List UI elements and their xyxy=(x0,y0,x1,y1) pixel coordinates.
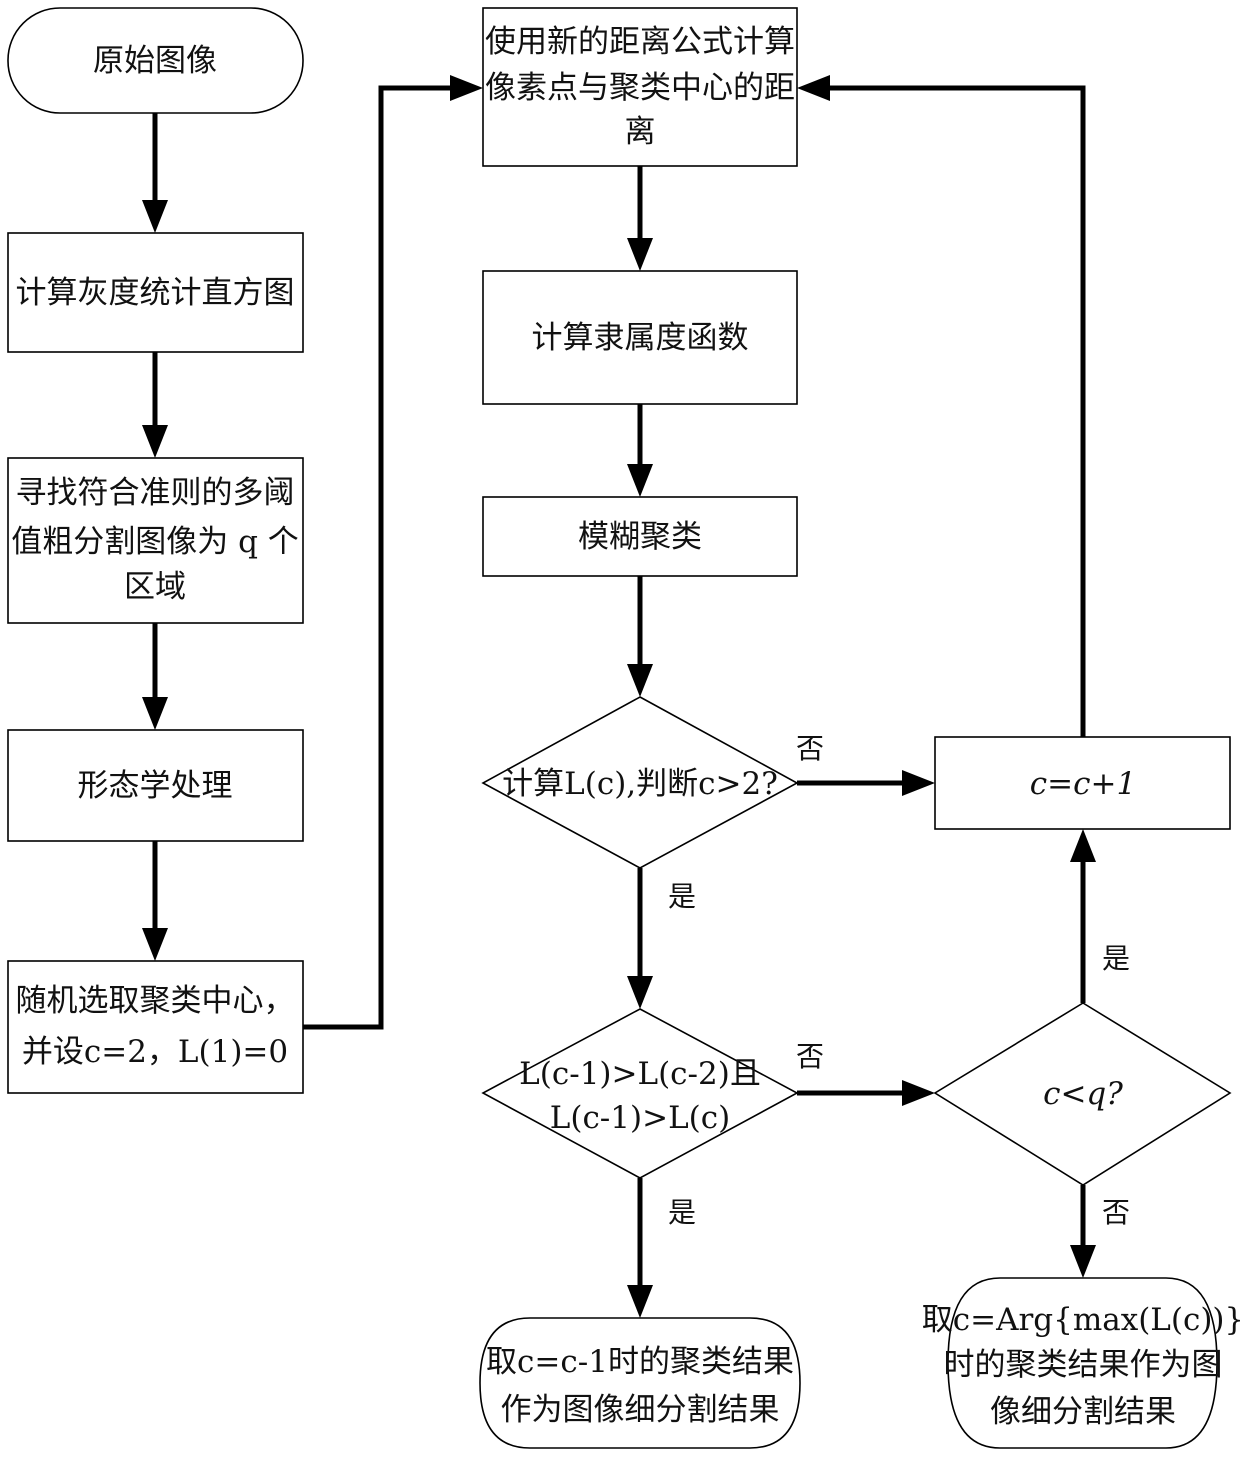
decision-shape xyxy=(481,1008,799,1179)
arrowhead-down-icon xyxy=(627,238,653,271)
process-shape xyxy=(482,270,798,405)
arrowhead-down-icon xyxy=(142,200,168,233)
terminal-shape xyxy=(7,7,304,114)
process-shape xyxy=(7,232,304,353)
node-morphology-text: 形态学处理 xyxy=(78,768,233,804)
edge-labels: 否 是 否 是 是 否 xyxy=(668,732,1130,1229)
node-decision1-text: 计算L(c),判断c>2? xyxy=(502,766,778,802)
arrowhead-up-icon xyxy=(1070,829,1096,862)
node-init-text-2: 并设c=2，L(1)=0 xyxy=(22,1034,288,1070)
arrowhead-right-icon xyxy=(450,75,483,101)
process-shape xyxy=(482,496,798,577)
node-morphology: 形态学处理 xyxy=(7,729,304,842)
node-end2-text-2: 时的聚类结果作为图 xyxy=(944,1347,1223,1383)
node-decision3-text: c<q? xyxy=(1043,1076,1123,1112)
arrowhead-down-icon xyxy=(1070,1245,1096,1278)
node-thresholds: 寻找符合准则的多阈 值粗分割图像为 q 个 区域 xyxy=(7,457,304,624)
node-fuzzy: 模糊聚类 xyxy=(482,496,798,577)
label-d3-no: 否 xyxy=(1102,1196,1130,1229)
node-init: 随机选取聚类中心， 并设c=2，L(1)=0 xyxy=(7,960,304,1094)
process-shape xyxy=(7,457,304,624)
arrowhead-down-icon xyxy=(142,425,168,458)
process-shape xyxy=(7,960,304,1094)
edge-init-distance xyxy=(303,85,450,1030)
node-thresholds-text-2: 值粗分割图像为 q 个 xyxy=(11,524,299,560)
node-decision3: c<q? xyxy=(933,1002,1232,1186)
node-fuzzy-text: 模糊聚类 xyxy=(578,519,702,555)
node-decision2-text-1: L(c-1)>L(c-2)且 xyxy=(519,1056,761,1092)
label-d1-no: 否 xyxy=(796,732,824,765)
node-init-text-1: 随机选取聚类中心， xyxy=(16,983,295,1019)
node-end1-text-2: 作为图像细分割结果 xyxy=(501,1392,780,1428)
process-shape xyxy=(934,736,1231,830)
arrowhead-down-icon xyxy=(627,1285,653,1318)
node-start-text: 原始图像 xyxy=(93,43,217,79)
node-increment-text: c=c+1 xyxy=(1030,766,1136,802)
node-end2-text-3: 像细分割结果 xyxy=(990,1394,1176,1430)
decision-shape xyxy=(481,696,799,869)
arrowhead-down-icon xyxy=(627,464,653,497)
arrowhead-right-icon xyxy=(902,1080,935,1106)
node-decision1: 计算L(c),判断c>2? xyxy=(481,696,799,869)
node-distance-text-2: 像素点与聚类中心的距 xyxy=(485,70,795,106)
node-membership: 计算隶属度函数 xyxy=(482,270,798,405)
label-d2-no: 否 xyxy=(796,1040,824,1073)
node-thresholds-text-3: 区域 xyxy=(124,569,186,605)
arrowhead-down-icon xyxy=(142,697,168,730)
edge-increment-distance xyxy=(830,85,1086,737)
arrowhead-right-icon xyxy=(902,770,935,796)
node-distance: 使用新的距离公式计算 像素点与聚类中心的距 离 xyxy=(482,7,798,167)
arrowhead-down-icon xyxy=(627,664,653,697)
node-end1-text-1: 取c=c-1时的聚类结果 xyxy=(486,1344,794,1380)
process-shape xyxy=(7,729,304,842)
node-membership-text: 计算隶属度函数 xyxy=(532,320,749,356)
node-increment: c=c+1 xyxy=(934,736,1231,830)
label-d2-yes: 是 xyxy=(668,1196,696,1229)
connectors xyxy=(142,75,1096,1318)
process-shape xyxy=(482,7,798,167)
node-histogram: 计算灰度统计直方图 xyxy=(7,232,304,353)
terminal-shape xyxy=(947,1277,1218,1449)
node-end2-text-1: 取c=Arg{max(L(c))} xyxy=(922,1302,1240,1338)
node-decision2-text-2: L(c-1)>L(c) xyxy=(550,1100,730,1136)
arrowhead-down-icon xyxy=(627,976,653,1009)
decision-shape xyxy=(933,1002,1232,1186)
label-d1-yes: 是 xyxy=(668,880,696,913)
terminal-shape xyxy=(479,1317,801,1449)
label-d3-yes: 是 xyxy=(1102,942,1130,975)
node-distance-text-1: 使用新的距离公式计算 xyxy=(485,24,795,60)
node-decision2: L(c-1)>L(c-2)且 L(c-1)>L(c) xyxy=(481,1008,799,1179)
node-thresholds-text-1: 寻找符合准则的多阈 xyxy=(16,475,295,511)
arrowhead-down-icon xyxy=(142,928,168,961)
arrowhead-left-icon xyxy=(797,75,830,101)
node-distance-text-3: 离 xyxy=(625,114,656,150)
node-end1: 取c=c-1时的聚类结果 作为图像细分割结果 xyxy=(479,1317,801,1449)
node-start: 原始图像 xyxy=(7,7,304,114)
node-histogram-text: 计算灰度统计直方图 xyxy=(16,275,295,311)
node-end2: 取c=Arg{max(L(c))} 时的聚类结果作为图 像细分割结果 xyxy=(922,1277,1240,1449)
